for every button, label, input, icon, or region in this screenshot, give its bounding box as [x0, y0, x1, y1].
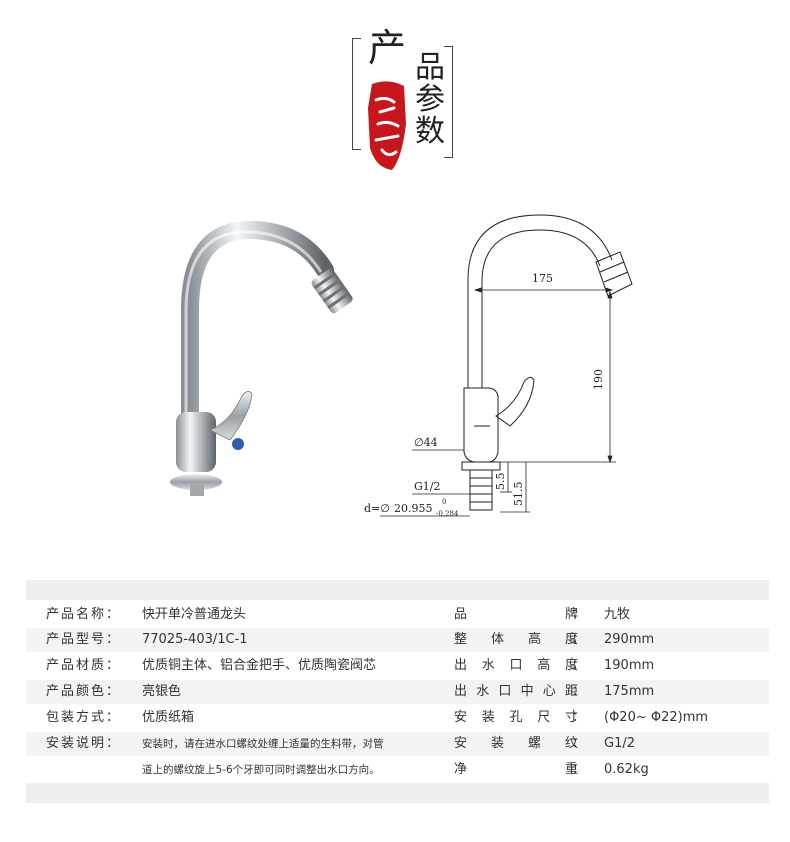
logo-bracket-right [444, 46, 453, 158]
spec-value: 道上的螺纹旋上5-6个牙即可同时调整出水口方向。 [142, 764, 380, 776]
table-top-band [26, 580, 769, 600]
spec-value-right: 290mm [604, 632, 655, 647]
spec-label-right: 安装螺纹 [454, 736, 578, 751]
spec-row-4: 产品颜色： 亮银色 出水口中心距 ： 175mm [26, 680, 769, 704]
spec-colon: ： [572, 607, 586, 622]
spec-row-1: 产品名称： 快开单冷普通龙头 品牌 ： 九牧 [26, 603, 769, 627]
spec-row-6: 安装说明： 安装时，请在进水口螺纹处缠上适量的生料带，对管 安装螺纹 ： G1/… [26, 732, 769, 756]
spec-value: 安装时，请在进水口螺纹处缠上适量的生料带，对管 [142, 738, 384, 750]
spec-colon: ： [572, 710, 586, 725]
spec-colon: ： [572, 736, 586, 751]
spec-label-right: 整体高度 [454, 632, 578, 647]
spec-value: 优质纸箱 [142, 710, 195, 725]
logo-title-char-2: 品 [415, 50, 445, 85]
logo-bracket-left [352, 38, 361, 150]
spec-row-2: 产品型号： 77025-403/1C-1 整体高度 ： 290mm [26, 628, 769, 652]
spec-label-right: 品牌 [454, 607, 578, 622]
spec-label: 产品颜色： [46, 684, 122, 699]
spec-value-right: 九牧 [604, 607, 631, 622]
logo-title-char: 产 [368, 26, 407, 70]
table-bottom-band [26, 783, 769, 803]
spec-colon: ： [572, 684, 586, 699]
spec-value-right: (Φ20~ Φ22)mm [604, 710, 709, 725]
spec-label-right: 出水口高度 [454, 658, 578, 673]
spec-label: 包装方式： [46, 710, 122, 725]
spec-label: 产品型号： [46, 632, 122, 647]
spec-row-7: 道上的螺纹旋上5-6个牙即可同时调整出水口方向。 净重 ： 0.62kg [26, 758, 769, 782]
spec-value: 亮银色 [142, 684, 182, 699]
dim-515-label: 51.5 [512, 482, 525, 507]
spec-colon: ： [572, 658, 586, 673]
spec-row-5: 包装方式： 优质纸箱 安装孔尺寸 ： (Φ20~ Φ22)mm [26, 706, 769, 730]
spec-colon: ： [572, 632, 586, 647]
spec-value: 77025-403/1C-1 [142, 632, 248, 647]
spec-value-right: 190mm [604, 658, 655, 673]
dim-diameter-label: ∅44 [414, 436, 438, 449]
dim-d-tol-lower: -0.284 [436, 510, 459, 518]
dim-height-label: 190 [592, 369, 605, 390]
faucet-photo [170, 220, 353, 496]
spec-label: 产品材质： [46, 658, 122, 673]
spec-value-right: G1/2 [604, 736, 635, 751]
section-title-logo: 产 品 参 数 [352, 26, 453, 170]
spec-label-right: 出水口中心距 [454, 684, 578, 699]
red-seal-icon [368, 81, 406, 170]
logo-title-vertical: 品 参 数 [412, 52, 448, 148]
spec-label-right: 净重 [454, 762, 578, 777]
spec-value-right: 175mm [604, 684, 655, 699]
spec-value: 优质铜主体、铝合金把手、优质陶瓷阀芯 [142, 658, 377, 673]
spec-value: 快开单冷普通龙头 [142, 607, 247, 622]
spec-label-right: 安装孔尺寸 [454, 710, 578, 725]
dim-d-prefix: d=∅ [364, 502, 390, 515]
dim-d-tol-upper: 0 [442, 498, 446, 506]
dim-thread-label: G1/2 [414, 480, 441, 493]
logo-title-char-3: 参 [415, 82, 445, 117]
spec-label: 安装说明： [46, 736, 122, 751]
spec-colon: ： [572, 762, 586, 777]
dim-width-label: 175 [532, 272, 553, 285]
dim-d-value: 20.955 [394, 502, 433, 515]
dim-55-label: 5.5 [494, 473, 507, 491]
spec-row-3: 产品材质： 优质铜主体、铝合金把手、优质陶瓷阀芯 出水口高度 ： 190mm [26, 654, 769, 678]
spec-value-right: 0.62kg [604, 762, 649, 777]
faucet-technical-drawing: 175 190 ∅44 G1/2 d=∅ 20.955 0 -0.284 5.5… [364, 214, 633, 518]
spec-label: 产品名称： [46, 607, 122, 622]
logo-title-char-4: 数 [415, 114, 445, 149]
